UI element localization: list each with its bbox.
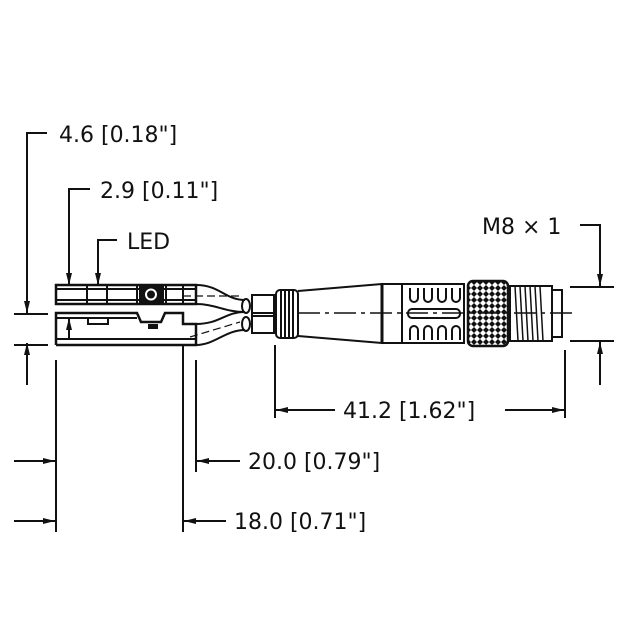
cable-wires [183,284,251,346]
cable-stub [251,294,275,334]
extension-lines [55,345,566,532]
sensor-head [54,283,198,347]
leader-m8 [570,224,614,385]
label-m8-thread: M8 × 1 [482,215,561,240]
label-18-0: 18.0 [0.71"] [234,510,366,535]
label-led: LED [127,230,170,255]
label-2-9: 2.9 [0.11"] [100,179,218,204]
leader-led [95,239,117,285]
label-20-0: 20.0 [0.79"] [248,450,380,475]
label-4-6: 4.6 [0.18"] [59,123,177,148]
leader-2-9 [66,188,90,340]
connector-body [275,279,572,348]
label-41-2: 41.2 [1.62"] [343,399,475,424]
leader-4-6 [14,132,48,385]
